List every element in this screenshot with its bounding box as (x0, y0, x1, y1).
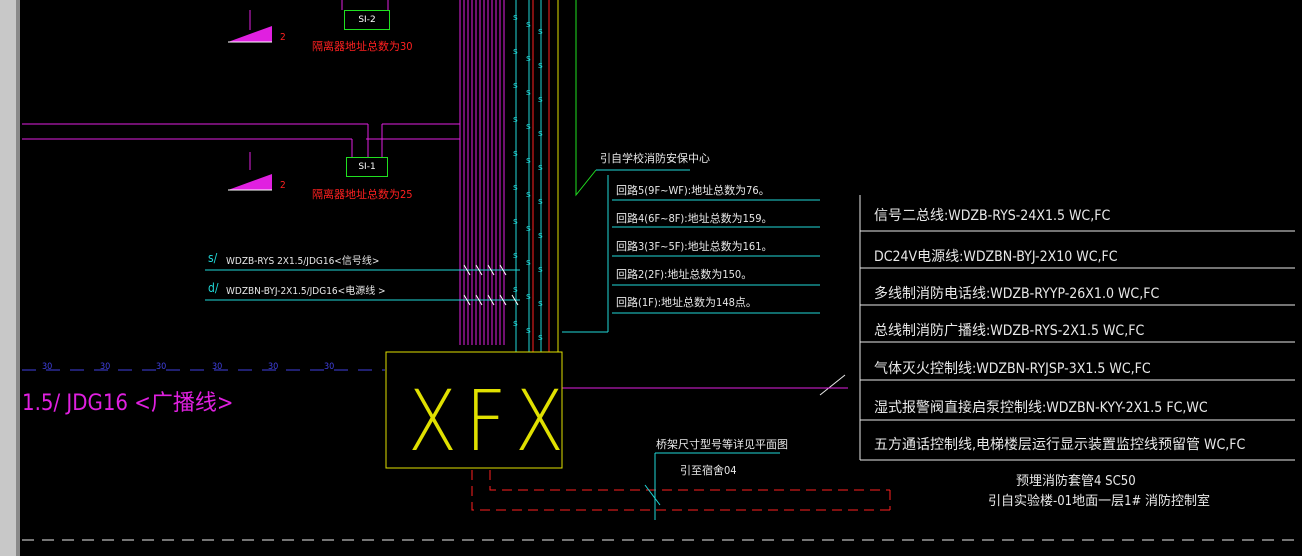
cyan-s-mark: s (538, 299, 543, 309)
cyan-s-mark: s (513, 217, 518, 227)
cyan-s-mark: s (538, 27, 543, 37)
cyan-s-mark: s (538, 231, 543, 241)
conduit-note: 预埋消防套管4 SC50 (1016, 474, 1136, 489)
loop-1-text: 回路(1F):地址总数为148点。 (616, 296, 757, 309)
cyan-s-mark: s (538, 197, 543, 207)
origin-note: 引自实验楼-01地面一层1# 消防控制室 (988, 494, 1211, 509)
cyan-s-mark: s (526, 122, 531, 132)
cyan-s-mark: s (513, 149, 518, 159)
isolator-box-si2[interactable]: SI-2 (344, 10, 390, 30)
xfx-cabinet-label: XFX (408, 372, 573, 470)
left-toolbar-edge (16, 0, 20, 556)
loop-3-text: 回路3(3F~5F):地址总数为161。 (616, 240, 773, 253)
signal-s-text: WDZB-RYS 2X1.5/JDG16<信号线> (226, 256, 380, 267)
cyan-s-mark: s (513, 183, 518, 193)
loop-2-text: 回路2(2F):地址总数为150。 (616, 268, 753, 281)
legend-row-4: 总线制消防广播线:WDZB-RYS-2X1.5 WC,FC (874, 323, 1145, 339)
loop-5-text: 回路5(9F~WF):地址总数为76。 (616, 184, 770, 197)
broadcast-dash-mark: 30 (212, 362, 223, 372)
legend-row-3: 多线制消防电话线:WDZB-RYYP-26X1.0 WC,FC (874, 286, 1160, 302)
source-label: 引自学校消防安保中心 (600, 152, 710, 165)
cyan-s-mark: s (513, 251, 518, 261)
cyan-s-mark: s (538, 95, 543, 105)
legend-row-1: 信号二总线:WDZB-RYS-24X1.5 WC,FC (874, 208, 1111, 224)
isolator-box-si1[interactable]: SI-1 (346, 157, 388, 177)
broadcast-dash-mark: 30 (100, 362, 111, 372)
cyan-s-mark: s (526, 292, 531, 302)
green-wire (575, 0, 597, 197)
detector-triangle (228, 26, 272, 42)
left-toolbar-strip (0, 0, 16, 556)
isolator-note-30: 隔离器地址总数为30 (312, 40, 413, 53)
cyan-s-mark: s (513, 47, 518, 57)
detector-triangle (228, 174, 272, 190)
isolator-si2-label: SI-2 (358, 15, 376, 25)
broadcast-dash-mark: 30 (42, 362, 53, 372)
signal-s-prefix: s/ (208, 251, 218, 265)
cyan-s-mark: s (538, 61, 543, 71)
dorm-note: 引至宿舍04 (680, 464, 737, 477)
cyan-s-mark: s (526, 258, 531, 268)
signal-d-text: WDZBN-BYJ-2X1.5/JDG16<电源线 > (226, 286, 386, 297)
cable-tray-note: 桥架尺寸型号等详见平面图 (656, 438, 788, 451)
isolator-note-25: 隔离器地址总数为25 (312, 188, 413, 201)
cyan-s-mark: s (538, 265, 543, 275)
broadcast-dash-mark: 30 (324, 362, 335, 372)
cyan-s-mark: s (513, 285, 518, 295)
cyan-s-mark: s (526, 326, 531, 336)
cyan-s-mark: s (526, 54, 531, 64)
signal-d-prefix: d/ (208, 281, 219, 295)
broadcast-dash-mark: 30 (268, 362, 279, 372)
xfx-cabinet-outline (385, 351, 563, 469)
cyan-s-mark: s (513, 319, 518, 329)
cyan-s-mark: s (538, 333, 543, 343)
cyan-s-mark: s (538, 129, 543, 139)
cyan-s-mark: s (538, 163, 543, 173)
cyan-s-mark: s (513, 115, 518, 125)
cyan-s-mark: s (526, 88, 531, 98)
detector-count-2-upper: 2 (280, 32, 286, 43)
detector-count-2-lower: 2 (280, 180, 286, 191)
broadcast-line-label: 1.5/ JDG16 <广播线> (22, 391, 234, 416)
legend-row-6: 湿式报警阀直接启泵控制线:WDZBN-KYY-2X1.5 FC,WC (874, 400, 1208, 416)
legend-row-2: DC24V电源线:WDZBN-BYJ-2X10 WC,FC (874, 249, 1118, 265)
cyan-s-mark: s (513, 13, 518, 23)
legend-row-5: 气体灭火控制线:WDZBN-RYJSP-3X1.5 WC,FC (874, 361, 1151, 377)
cyan-s-mark: s (526, 20, 531, 30)
broadcast-dash-mark: 30 (156, 362, 167, 372)
cyan-s-mark: s (526, 156, 531, 166)
cyan-s-mark: s (513, 81, 518, 91)
isolator-si1-label: SI-1 (358, 162, 376, 172)
legend-row-7: 五方通话控制线,电梯楼层运行显示装置监控线预留管 WC,FC (874, 437, 1246, 453)
cyan-s-mark: s (526, 190, 531, 200)
cyan-s-mark: s (526, 224, 531, 234)
loop-4-text: 回路4(6F~8F):地址总数为159。 (616, 212, 773, 225)
